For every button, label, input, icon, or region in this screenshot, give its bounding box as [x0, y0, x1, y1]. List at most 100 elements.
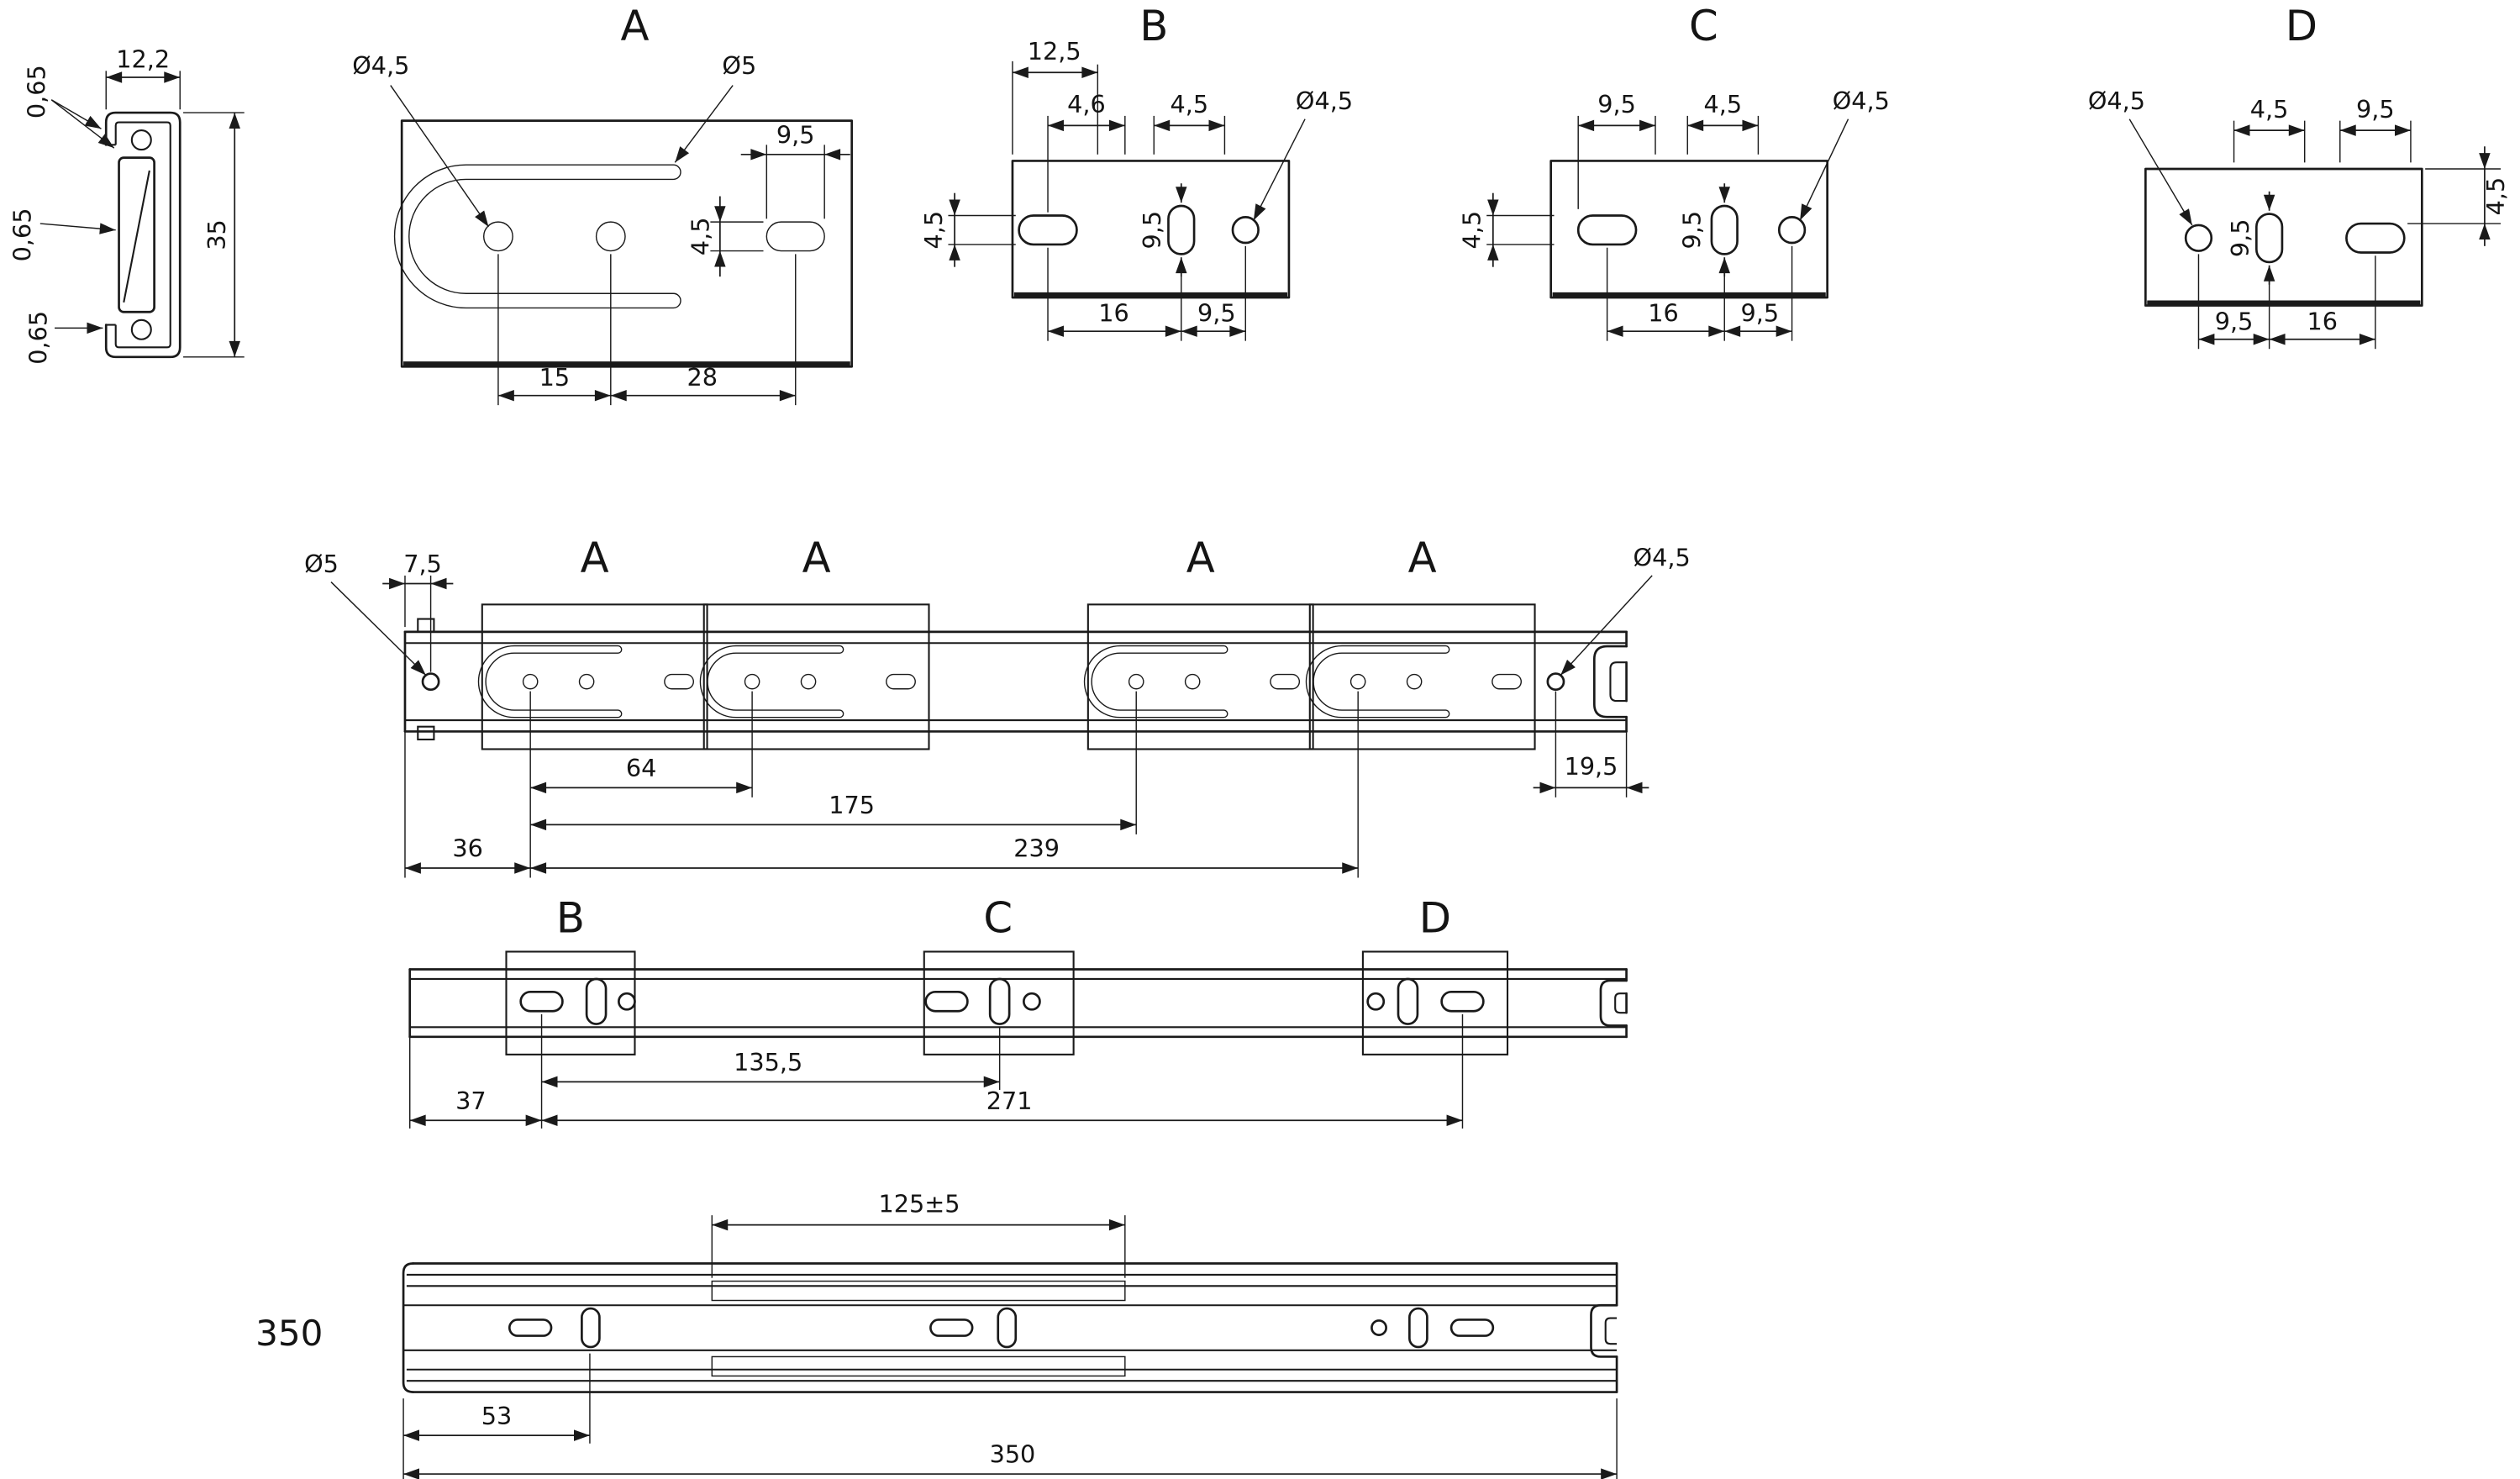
- oval-slot: [519, 990, 564, 1013]
- detail-b-pitch2-label: 9,5: [1197, 299, 1236, 328]
- rail-bcd-hook-tab: [1614, 992, 1627, 1014]
- detail-d-plate: [2144, 167, 2423, 307]
- detail-c-pitch2-label: 9,5: [1741, 299, 1780, 328]
- detail-c-dimensions: [1486, 115, 1849, 341]
- rail-a-end-hole: [421, 672, 440, 692]
- dim-thickness2-label: 0,65: [8, 208, 36, 262]
- rail-c-section-box: [923, 950, 1075, 1055]
- detail-d-gap1-label: 4,5: [2250, 95, 2289, 124]
- dim-width-label: 12,2: [116, 45, 170, 74]
- detail-b-hole-dia-label: Ø4,5: [1296, 87, 1353, 115]
- cross-section-view: 12,2 0,65 0,65 0,65 35: [8, 45, 245, 365]
- detail-c-side-offset-label: 4,5: [1458, 211, 1486, 250]
- assembly-oval-slot-mid: [929, 1318, 974, 1337]
- rail-bcd-view: B C D 135,5 271 37: [408, 894, 1628, 1129]
- assembly-total-length-label: 350: [990, 1440, 1036, 1469]
- dim-thickness1-label: 0,65: [23, 65, 51, 118]
- assembly-view: 350: [255, 1189, 1618, 1479]
- assembly-hook-tab: [1604, 1317, 1618, 1345]
- rail-a-dimensions: [330, 575, 1653, 878]
- rail-a-end-hole-dia-label: Ø5: [304, 550, 339, 578]
- assembly-size-label: 350: [255, 1313, 323, 1354]
- rail-a-pitch2-label: 175: [829, 791, 875, 819]
- rail-bcd-pitch2-label: 271: [986, 1087, 1033, 1115]
- rail-a-section-title-4: A: [1408, 534, 1437, 582]
- detail-d-vslot-length-label: 9,5: [2226, 218, 2254, 257]
- ball-cage-top: [711, 1280, 1126, 1302]
- assembly-dimensions: [402, 1215, 1618, 1479]
- rail-a-pattern-3: [1083, 645, 1301, 718]
- detail-a-dimensions: [390, 85, 850, 406]
- detail-b-vslot-length-label: 9,5: [1138, 211, 1166, 250]
- vertical-slot: [585, 977, 608, 1025]
- rail-a-pattern-2: [699, 645, 916, 718]
- cross-section-dimensions: [39, 71, 245, 358]
- detail-d-side-offset-label: 4,5: [2481, 177, 2510, 216]
- rail-a-section-title-2: A: [802, 534, 831, 582]
- ball-bearing-bottom: [130, 318, 152, 340]
- detail-c-gap1-label: 9,5: [1597, 90, 1636, 118]
- assembly-vertical-slot-mid: [997, 1307, 1018, 1349]
- rail-bcd-pitch1-label: 135,5: [734, 1048, 802, 1076]
- hole: [1366, 992, 1386, 1011]
- assembly-body: [402, 1262, 1618, 1393]
- assembly-oval-slot-left: [508, 1318, 553, 1337]
- detail-d-gap2-label: 9,5: [2356, 95, 2395, 124]
- detail-c-hole-dia-label: Ø4,5: [1833, 87, 1890, 115]
- rail-a-hook-tab: [1609, 661, 1627, 703]
- rail-c-title: C: [983, 894, 1013, 943]
- detail-b-title: B: [1139, 2, 1168, 50]
- detail-d-dimensions: [2128, 118, 2502, 350]
- detail-c-vertical-slot: [1710, 204, 1739, 255]
- detail-a-view: A Ø4,5 Ø5 9,5 4,5 15 28: [352, 2, 854, 406]
- detail-b-vertical-slot: [1167, 204, 1196, 255]
- rail-a-right-hole-dia-label: Ø4,5: [1634, 543, 1691, 571]
- detail-b-pitch1-label: 16: [1098, 299, 1128, 328]
- rail-d-pattern: [1366, 977, 1485, 1025]
- detail-a-hole-dia-label: Ø4,5: [352, 51, 409, 80]
- detail-a-slot-dia-label: Ø5: [722, 51, 756, 80]
- cross-section-profile: [104, 111, 182, 359]
- oval-slot: [924, 990, 969, 1013]
- inner-member-outline: [118, 156, 155, 313]
- detail-b-edge-offset-label: 12,5: [1028, 37, 1081, 66]
- rail-a-section-box-4: [1308, 603, 1536, 750]
- vertical-slot: [988, 977, 1011, 1025]
- rail-bcd-dimensions: [409, 1014, 1464, 1129]
- detail-a-title: A: [620, 2, 649, 50]
- detail-c-oval-slot: [1576, 214, 1638, 246]
- detail-b-dimensions: [948, 61, 1306, 341]
- detail-a-hole-pitch-label: 15: [539, 363, 570, 392]
- assembly-vertical-slot-right: [1408, 1307, 1428, 1349]
- detail-c-title: C: [1689, 2, 1718, 50]
- rail-a-hook-cutout: [1592, 645, 1628, 718]
- detail-a-oval-width-label: 4,5: [686, 218, 714, 256]
- detail-b-oval-slot: [1018, 214, 1078, 246]
- rail-a-right-hole: [1546, 672, 1565, 692]
- outer-member-inner-edge: [114, 121, 171, 349]
- rail-a-section-box-2: [702, 603, 930, 750]
- detail-a-hole-pattern: [393, 163, 826, 309]
- detail-d-oval-slot: [2345, 222, 2406, 254]
- detail-c-gap2-label: 4,5: [1704, 90, 1743, 118]
- detail-d-pitch1-label: 9,5: [2215, 307, 2254, 335]
- detail-c-vslot-length-label: 9,5: [1678, 211, 1707, 250]
- detail-b-hole: [1231, 216, 1260, 245]
- rail-a-pattern-4: [1305, 645, 1522, 718]
- rail-d-title: D: [1419, 894, 1451, 943]
- oval-slot: [1440, 990, 1485, 1013]
- detail-c-pitch1-label: 16: [1648, 299, 1678, 328]
- dim-height-label: 35: [203, 219, 231, 250]
- detail-d-hole-dia-label: Ø4,5: [2088, 87, 2145, 115]
- detail-a-plate: [400, 119, 854, 368]
- rail-bcd-hook-cutout: [1599, 979, 1628, 1027]
- rail-a-section-title-1: A: [581, 534, 609, 582]
- vertical-slot: [1397, 977, 1419, 1025]
- hole: [618, 992, 636, 1011]
- assembly-hook-cutout: [1590, 1303, 1618, 1358]
- rail-a-pitch1-label: 64: [626, 754, 656, 782]
- rail-a-end-offset-label: 7,5: [403, 550, 442, 578]
- ball-cage-bottom: [711, 1355, 1126, 1377]
